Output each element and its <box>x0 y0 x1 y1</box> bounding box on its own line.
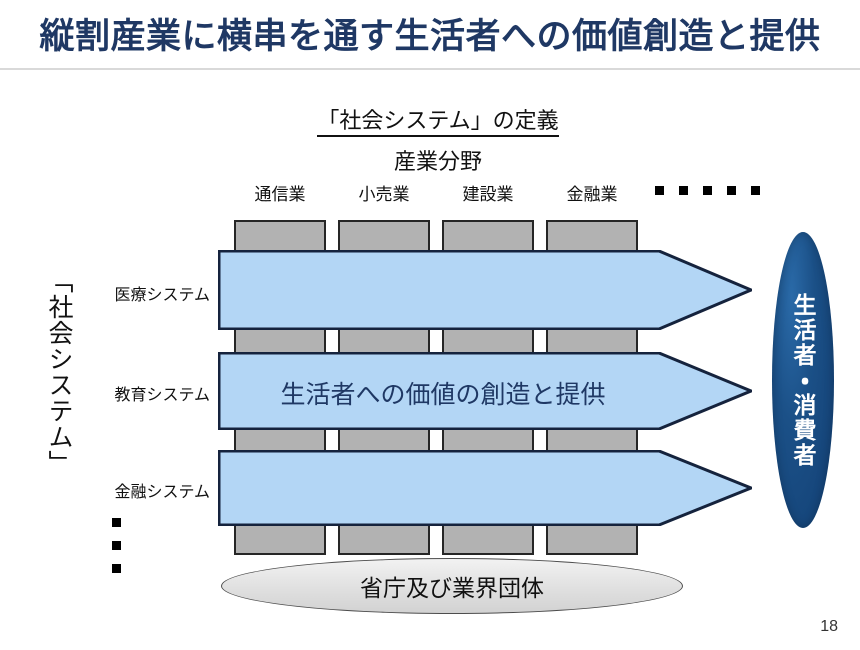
industry-axis-label: 産業分野 <box>393 149 482 174</box>
value-arrow-finance <box>218 450 752 526</box>
dot-icon <box>751 186 760 195</box>
dot-icon <box>679 186 688 195</box>
industry-more-dots <box>655 186 760 195</box>
foundation-label: 省庁及び業界団体 <box>360 575 544 601</box>
column-header-finance: 金融業 <box>566 185 618 204</box>
column-header-construction: 建設業 <box>462 185 514 204</box>
dot-icon <box>112 518 121 527</box>
page-number: 18 <box>820 618 838 635</box>
value-arrow-label: 生活者への価値の創造と提供 <box>280 381 606 409</box>
foundation-ellipse <box>221 558 683 614</box>
definition-heading: 「社会システム」の定義 <box>268 103 608 137</box>
consumer-label: 生活者・消費者 <box>790 292 816 468</box>
dot-icon <box>727 186 736 195</box>
dot-icon <box>112 564 121 573</box>
dot-icon <box>703 186 712 195</box>
definition-heading-text: 「社会システム」の定義 <box>317 108 559 137</box>
page-title: 縦割産業に横串を通す生活者への価値創造と提供 <box>39 17 821 56</box>
dot-icon <box>112 541 121 550</box>
column-header-retail: 小売業 <box>358 185 410 204</box>
consumer-ellipse <box>772 232 834 528</box>
system-more-dots <box>112 518 121 573</box>
dot-icon <box>655 186 664 195</box>
row-label-finance: 金融システム <box>114 484 210 501</box>
row-label-medical: 医療システム <box>114 287 210 304</box>
row-label-education: 教育システム <box>114 387 210 404</box>
value-arrow-medical <box>218 250 752 330</box>
system-axis-label: 「社会システム」 <box>45 268 73 476</box>
title-divider <box>0 68 860 70</box>
column-header-telecom: 通信業 <box>254 185 306 204</box>
